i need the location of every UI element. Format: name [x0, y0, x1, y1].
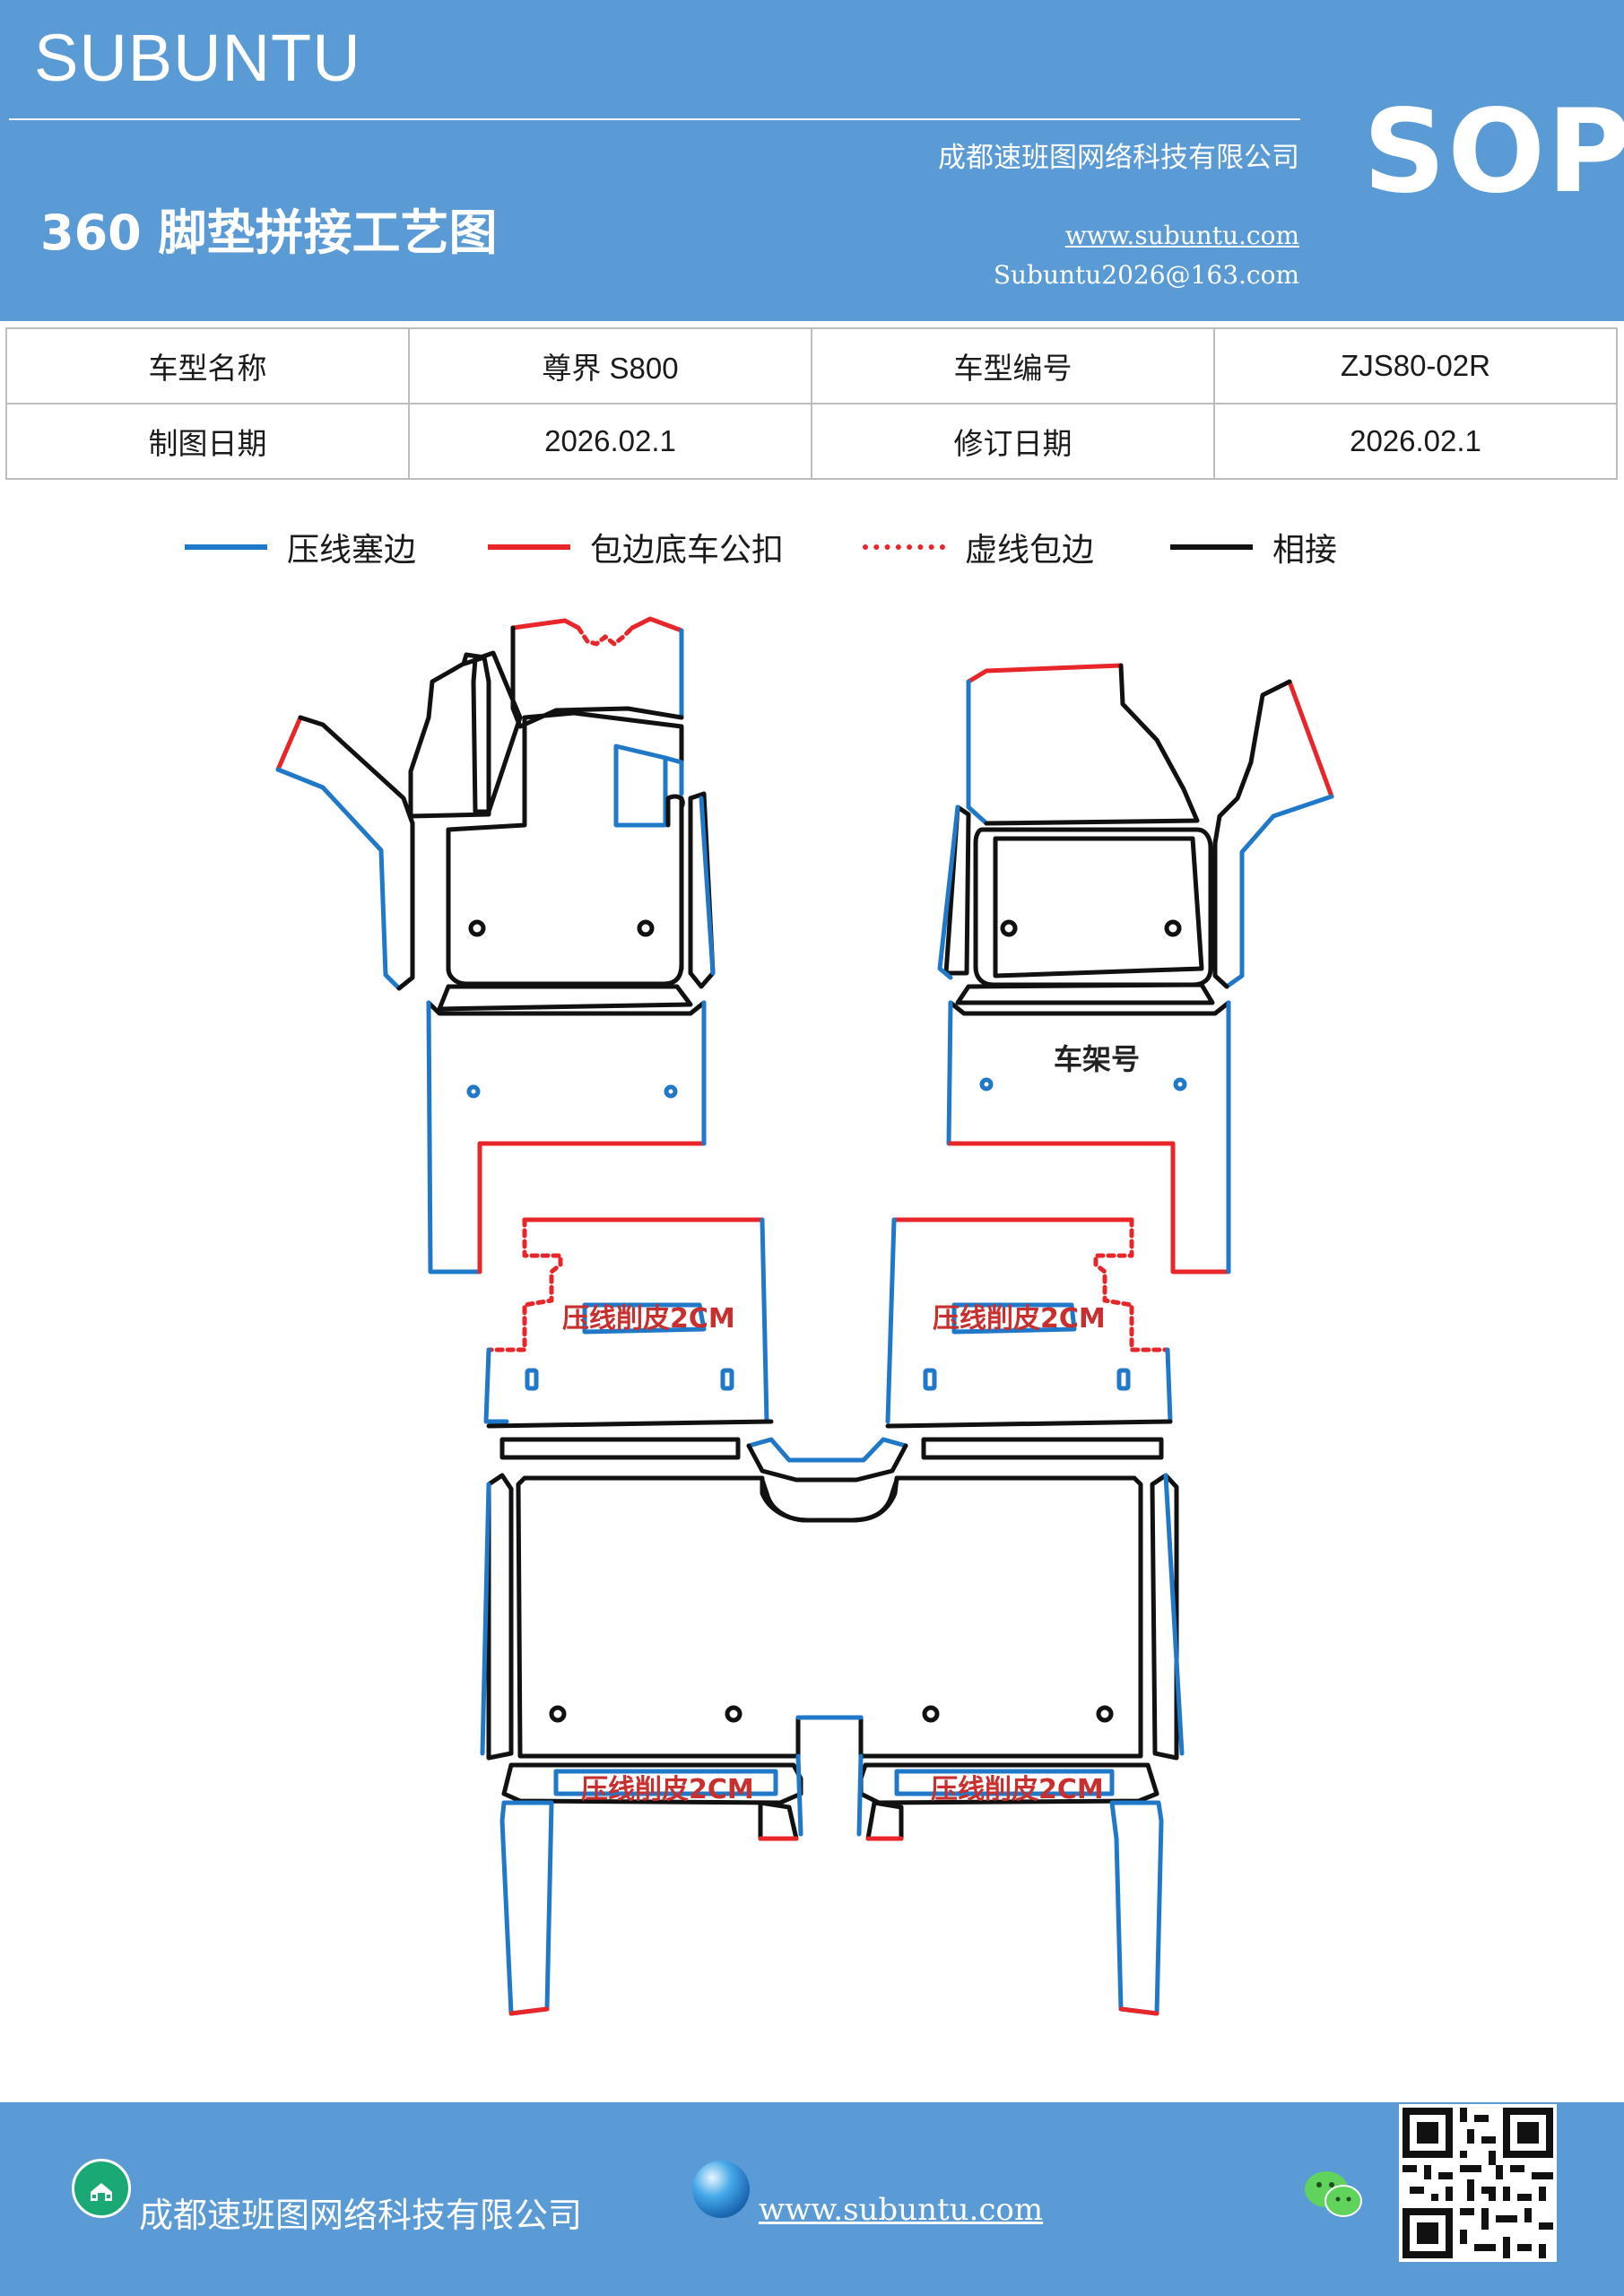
model-code-label: 车型编号 [811, 327, 1215, 404]
skive-label-right: 压线削皮2CM [933, 1303, 1106, 1335]
rear-foot-strips [499, 1800, 1164, 2016]
brand-name: SUBUNTU [34, 21, 361, 95]
model-name-value: 尊界 S800 [408, 327, 812, 404]
left-front-lower-mat [426, 1000, 707, 1274]
drawing-date-label: 制图日期 [5, 403, 410, 480]
revision-date-value: 2026.02.1 [1213, 403, 1618, 480]
header-divider [9, 118, 1300, 120]
right-front-mat [937, 663, 1334, 1005]
legend-swatch-red [488, 544, 570, 550]
legend-item-edge-buckle: 包边底车公扣 [488, 525, 784, 570]
rear-main-mat [480, 1473, 1185, 1841]
legend-label: 包边底车公扣 [590, 532, 785, 569]
legend-item-dashed-edge: 虚线包边 [863, 525, 1094, 570]
table-row: 制图日期 2026.02.1 修订日期 2026.02.1 [5, 403, 1618, 480]
right-front-lower-mat [946, 1000, 1231, 1274]
page-footer: 成都速班图网络科技有限公司 www.subuntu.com [0, 2102, 1624, 2296]
page-header: SUBUNTU SOP 成都速班图网络科技有限公司 360 脚垫拼接工艺图 ww… [0, 0, 1624, 321]
email-address: Subuntu2026@163.com [993, 260, 1299, 290]
footer-company-name: 成都速班图网络科技有限公司 [139, 2196, 583, 2235]
company-icon [72, 2159, 131, 2218]
qr-code[interactable] [1399, 2104, 1557, 2262]
sop-badge: SOP [1363, 85, 1624, 219]
legend-swatch-blue [185, 544, 267, 550]
skive-label-left: 压线削皮2CM [562, 1303, 735, 1335]
legend-label: 压线塞边 [287, 532, 417, 569]
model-code-value: ZJS80-02R [1213, 327, 1618, 404]
model-name-label: 车型名称 [5, 327, 410, 404]
skive-label-bottom-right: 压线削皮2CM [931, 1774, 1104, 1805]
legend-item-joined: 相接 [1170, 525, 1337, 570]
legend-swatch-black [1170, 544, 1253, 550]
revision-date-label: 修订日期 [811, 403, 1215, 480]
drawing-date-value: 2026.02.1 [408, 403, 812, 480]
website-link[interactable]: www.subuntu.com [1064, 221, 1299, 250]
legend-label: 虚线包边 [965, 532, 1095, 569]
second-row-right-mat [885, 1217, 1173, 1460]
legend-item-press-line: 压线塞边 [185, 525, 416, 570]
left-front-mat [275, 616, 716, 1012]
vehicle-info-table: 车型名称 尊界 S800 车型编号 ZJS80-02R 制图日期 2026.02… [5, 327, 1618, 480]
legend-swatch-red-dotted [863, 544, 945, 550]
company-name: 成都速班图网络科技有限公司 [938, 142, 1299, 174]
page-title: 360 脚垫拼接工艺图 [40, 204, 498, 261]
second-row-left-mat [483, 1217, 774, 1460]
frame-number-label: 车架号 [1054, 1042, 1140, 1076]
wechat-icon[interactable] [1302, 2167, 1365, 2221]
footer-website-link[interactable]: www.subuntu.com [759, 2192, 1044, 2228]
globe-icon [692, 2161, 750, 2218]
skive-label-bottom-left: 压线削皮2CM [581, 1774, 754, 1805]
legend-label: 相接 [1272, 532, 1338, 569]
table-row: 车型名称 尊界 S800 车型编号 ZJS80-02R [5, 327, 1618, 404]
